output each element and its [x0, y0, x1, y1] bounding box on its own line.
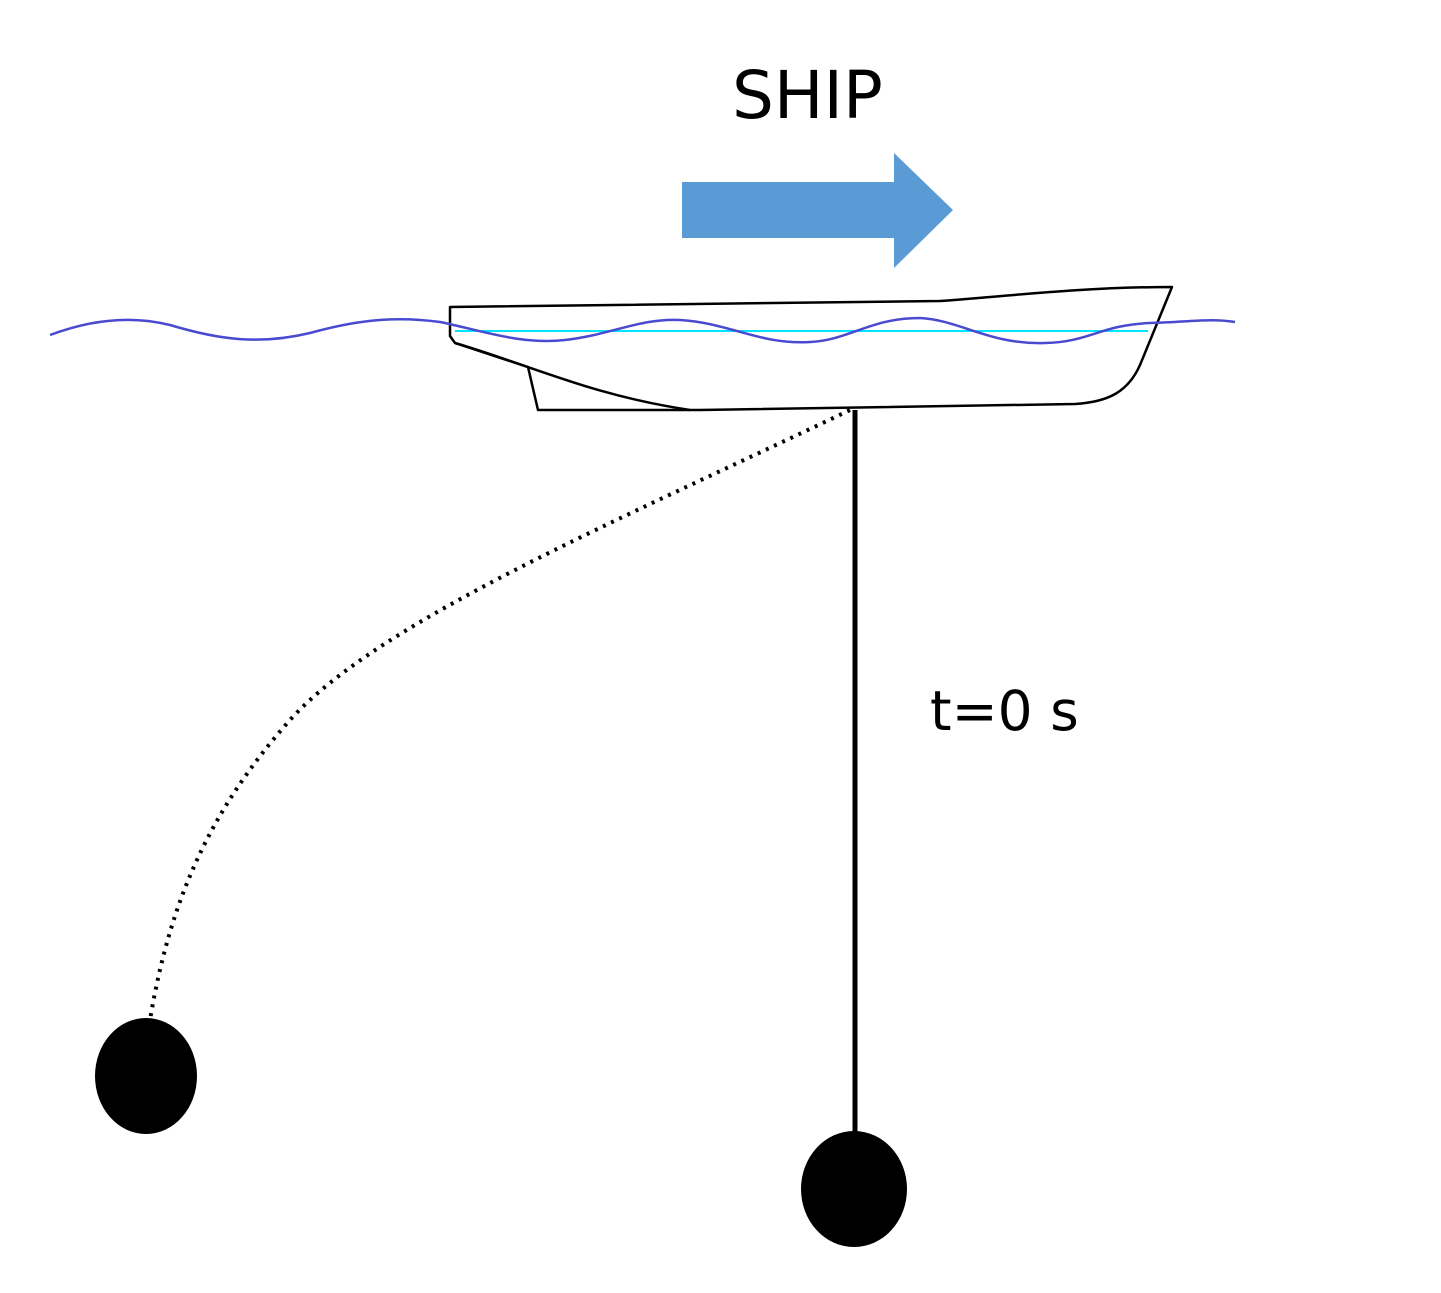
vertical-weight [801, 1131, 907, 1247]
time-label: t=0 s [930, 679, 1079, 743]
trailing-weight [95, 1018, 197, 1134]
direction-arrow-icon [682, 153, 953, 268]
ship-title: SHIP [732, 57, 883, 134]
ship-keel-line [454, 341, 691, 412]
ship-hull [448, 285, 1174, 412]
sea-wave [49, 316, 1236, 345]
trailing-cable-dotted [148, 408, 851, 1021]
